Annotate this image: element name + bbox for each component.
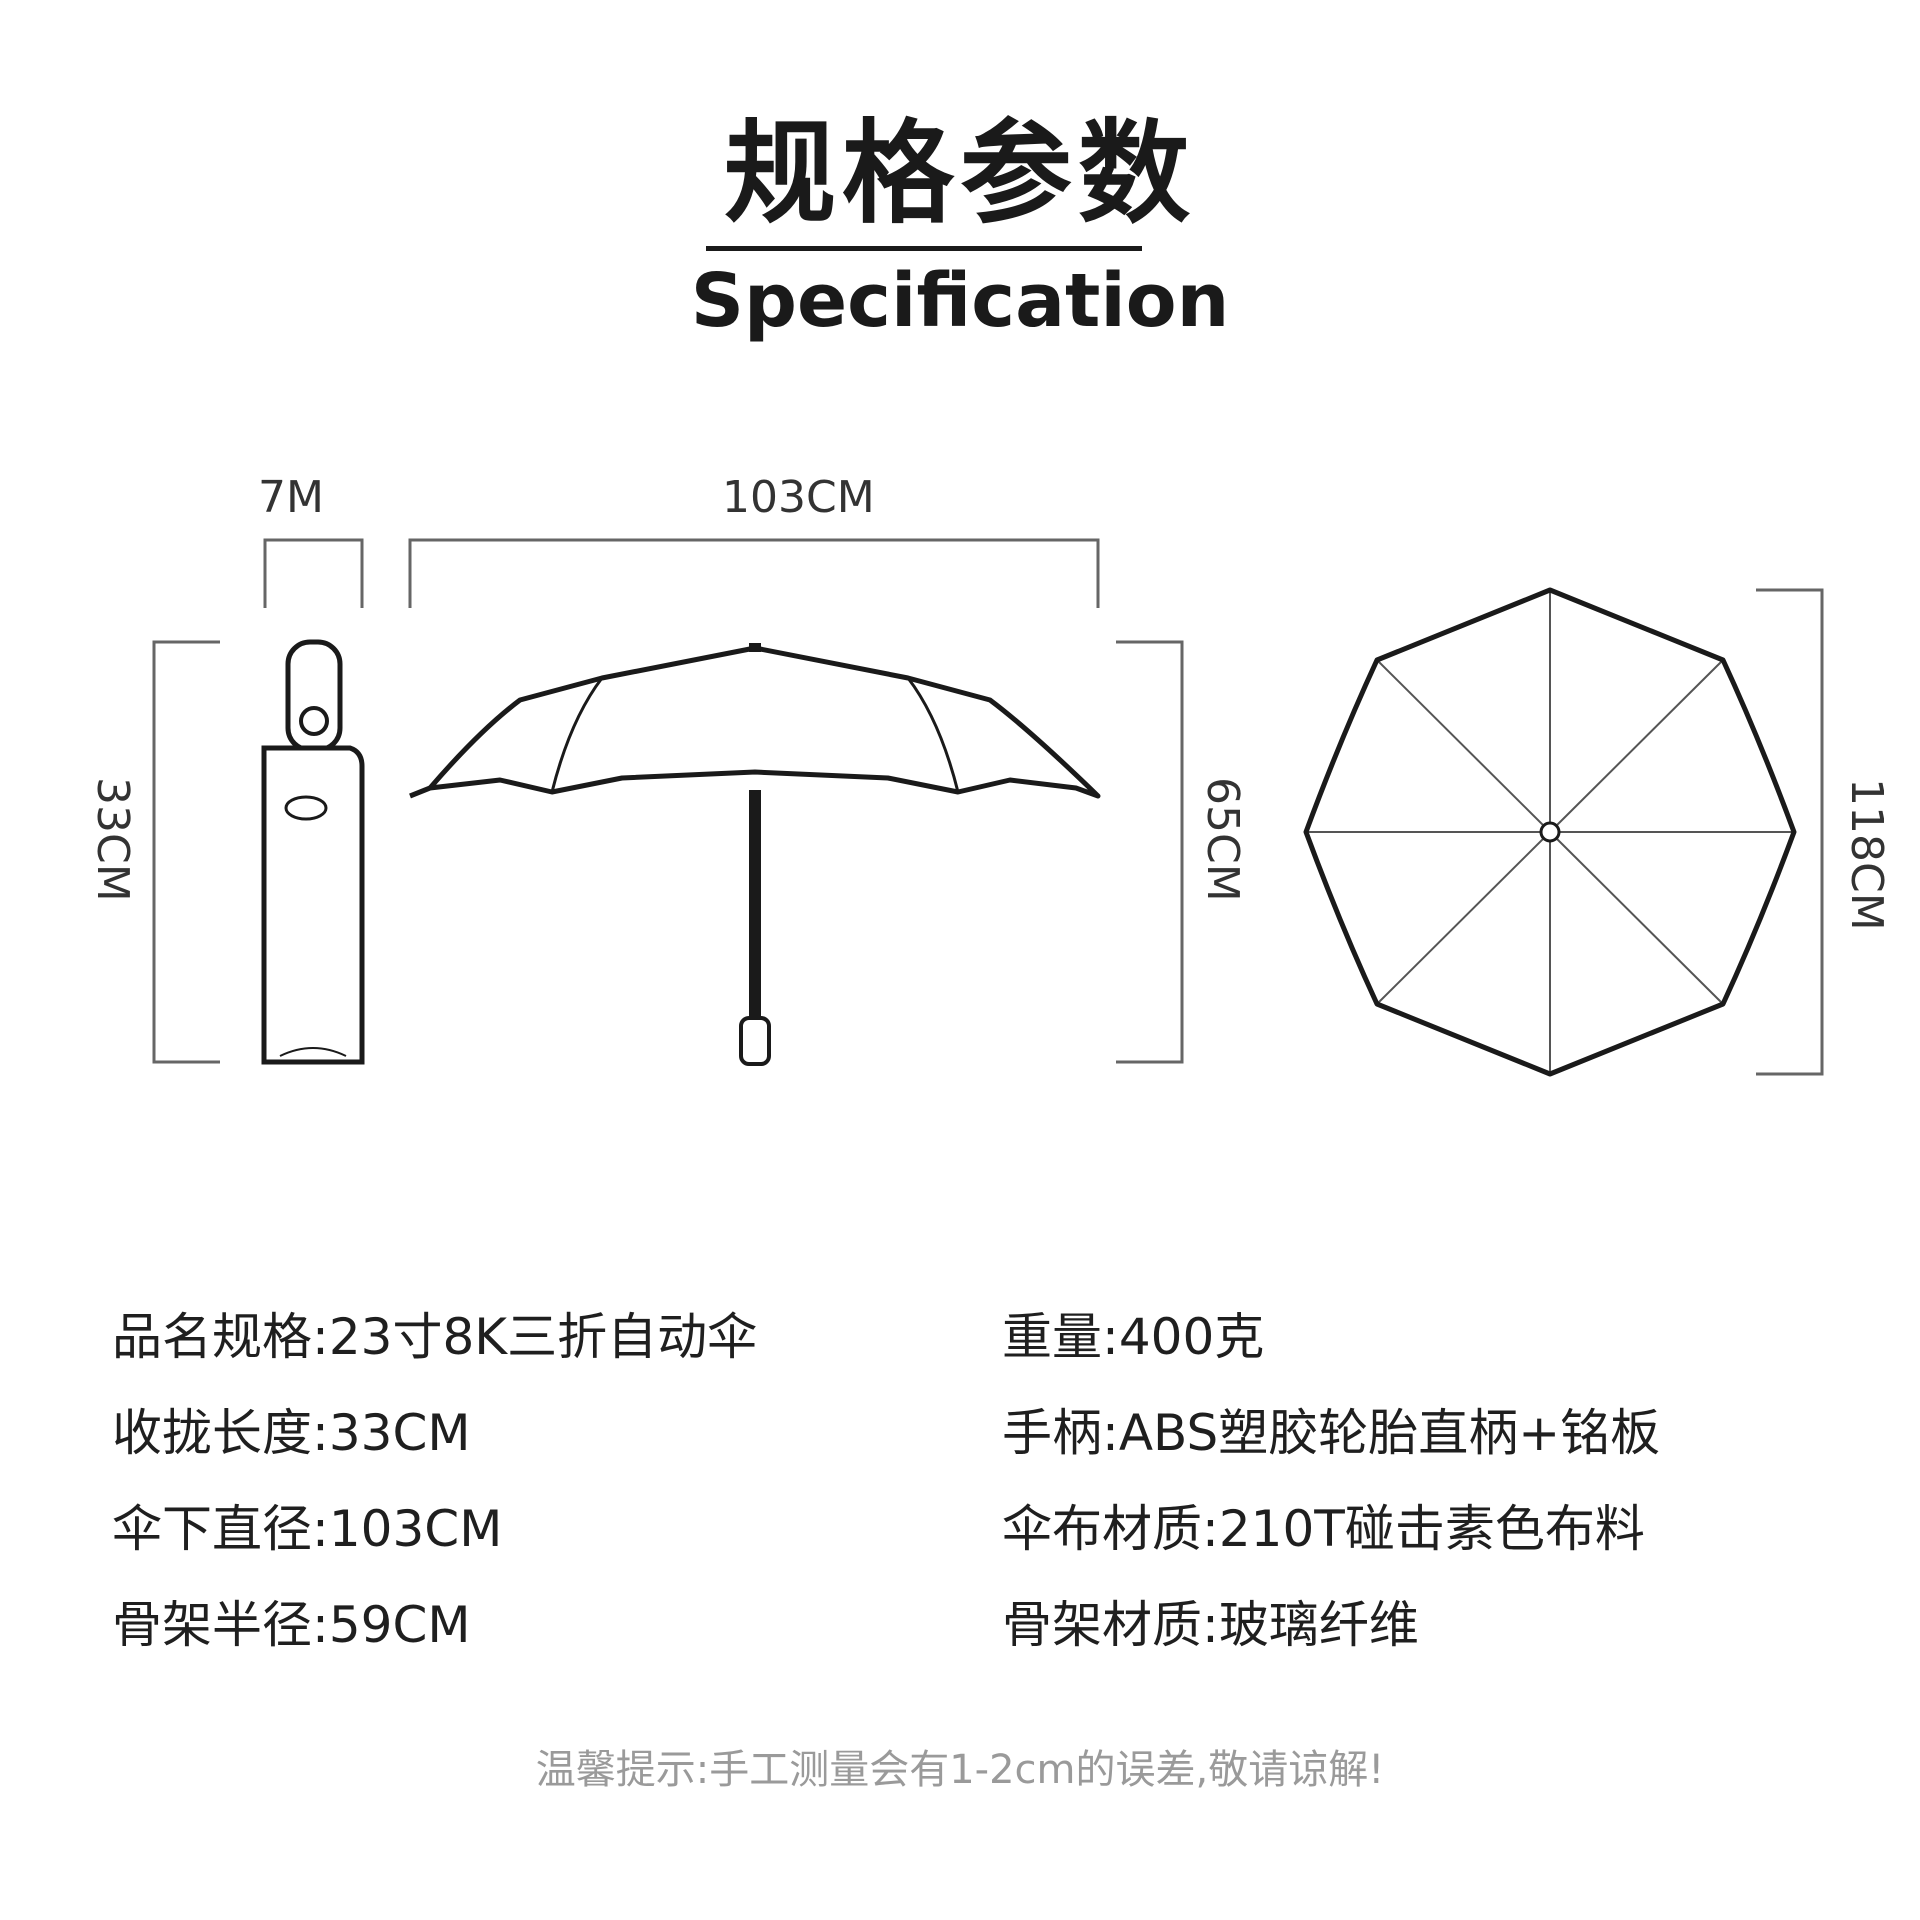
open-umbrella-side [409, 643, 1101, 1066]
guide-closed-width [263, 538, 364, 608]
folded-umbrella [261, 639, 365, 1065]
spec-item: 收拢长度:33CM [112, 1404, 471, 1462]
canopy-outline [409, 645, 1101, 799]
dim-canopy-width: 103CM [722, 472, 875, 523]
canopy-rib-right [906, 677, 960, 793]
umbrella-handle [739, 1016, 771, 1066]
folded-sleeve [261, 745, 365, 1065]
dim-closed-width: 7M [258, 472, 324, 523]
page-title: 规格参数 [724, 109, 1196, 239]
open-umbrella-top [1303, 587, 1797, 1077]
guide-canopy-width [408, 538, 1100, 608]
spec-item: 伞布材质:210T碰击素色布料 [1002, 1500, 1645, 1558]
measurement-note: 温馨提示:手工测量会有1-2cm的误差,敬请谅解! [535, 1747, 1385, 1793]
top-canopy-outline [1303, 587, 1797, 1077]
top-ribs [1306, 590, 1794, 1074]
umbrella-diagram [152, 538, 1824, 1077]
spec-list-left: 品名规格:23寸8K三折自动伞 收拢长度:33CM 伞下直径:103CM 骨架半… [112, 1312, 757, 1696]
dimension-guides [152, 538, 1824, 1076]
canopy-rib-left [550, 677, 604, 793]
title-divider [706, 246, 1142, 251]
umbrella-shaft [749, 790, 761, 1022]
logo-badge [284, 795, 328, 821]
dim-closed-length: 33CM [87, 777, 138, 902]
spec-item: 伞下直径:103CM [112, 1500, 503, 1558]
guide-open-height [1116, 640, 1184, 1064]
spec-item: 骨架半径:59CM [112, 1596, 471, 1654]
guide-top-diameter [1756, 588, 1824, 1076]
dim-top-diameter: 118CM [1841, 778, 1892, 931]
spec-item: 手柄:ABS塑胶轮胎直柄+铭板 [1002, 1404, 1661, 1462]
spec-item: 骨架材质:玻璃纤维 [1002, 1596, 1419, 1654]
folded-handle-button [299, 706, 329, 736]
guide-closed-length [152, 640, 220, 1064]
dim-open-height: 65CM [1197, 777, 1248, 902]
page-subtitle: Specification [690, 258, 1230, 344]
spec-item: 品名规格:23寸8K三折自动伞 [112, 1308, 758, 1366]
top-center-cap [1539, 821, 1561, 843]
spec-list-right: 重量:400克 手柄:ABS塑胶轮胎直柄+铭板 伞布材质:210T碰击素色布料 … [1002, 1312, 1660, 1696]
spec-item: 重量:400克 [1002, 1308, 1265, 1366]
canopy-tip [749, 643, 761, 652]
